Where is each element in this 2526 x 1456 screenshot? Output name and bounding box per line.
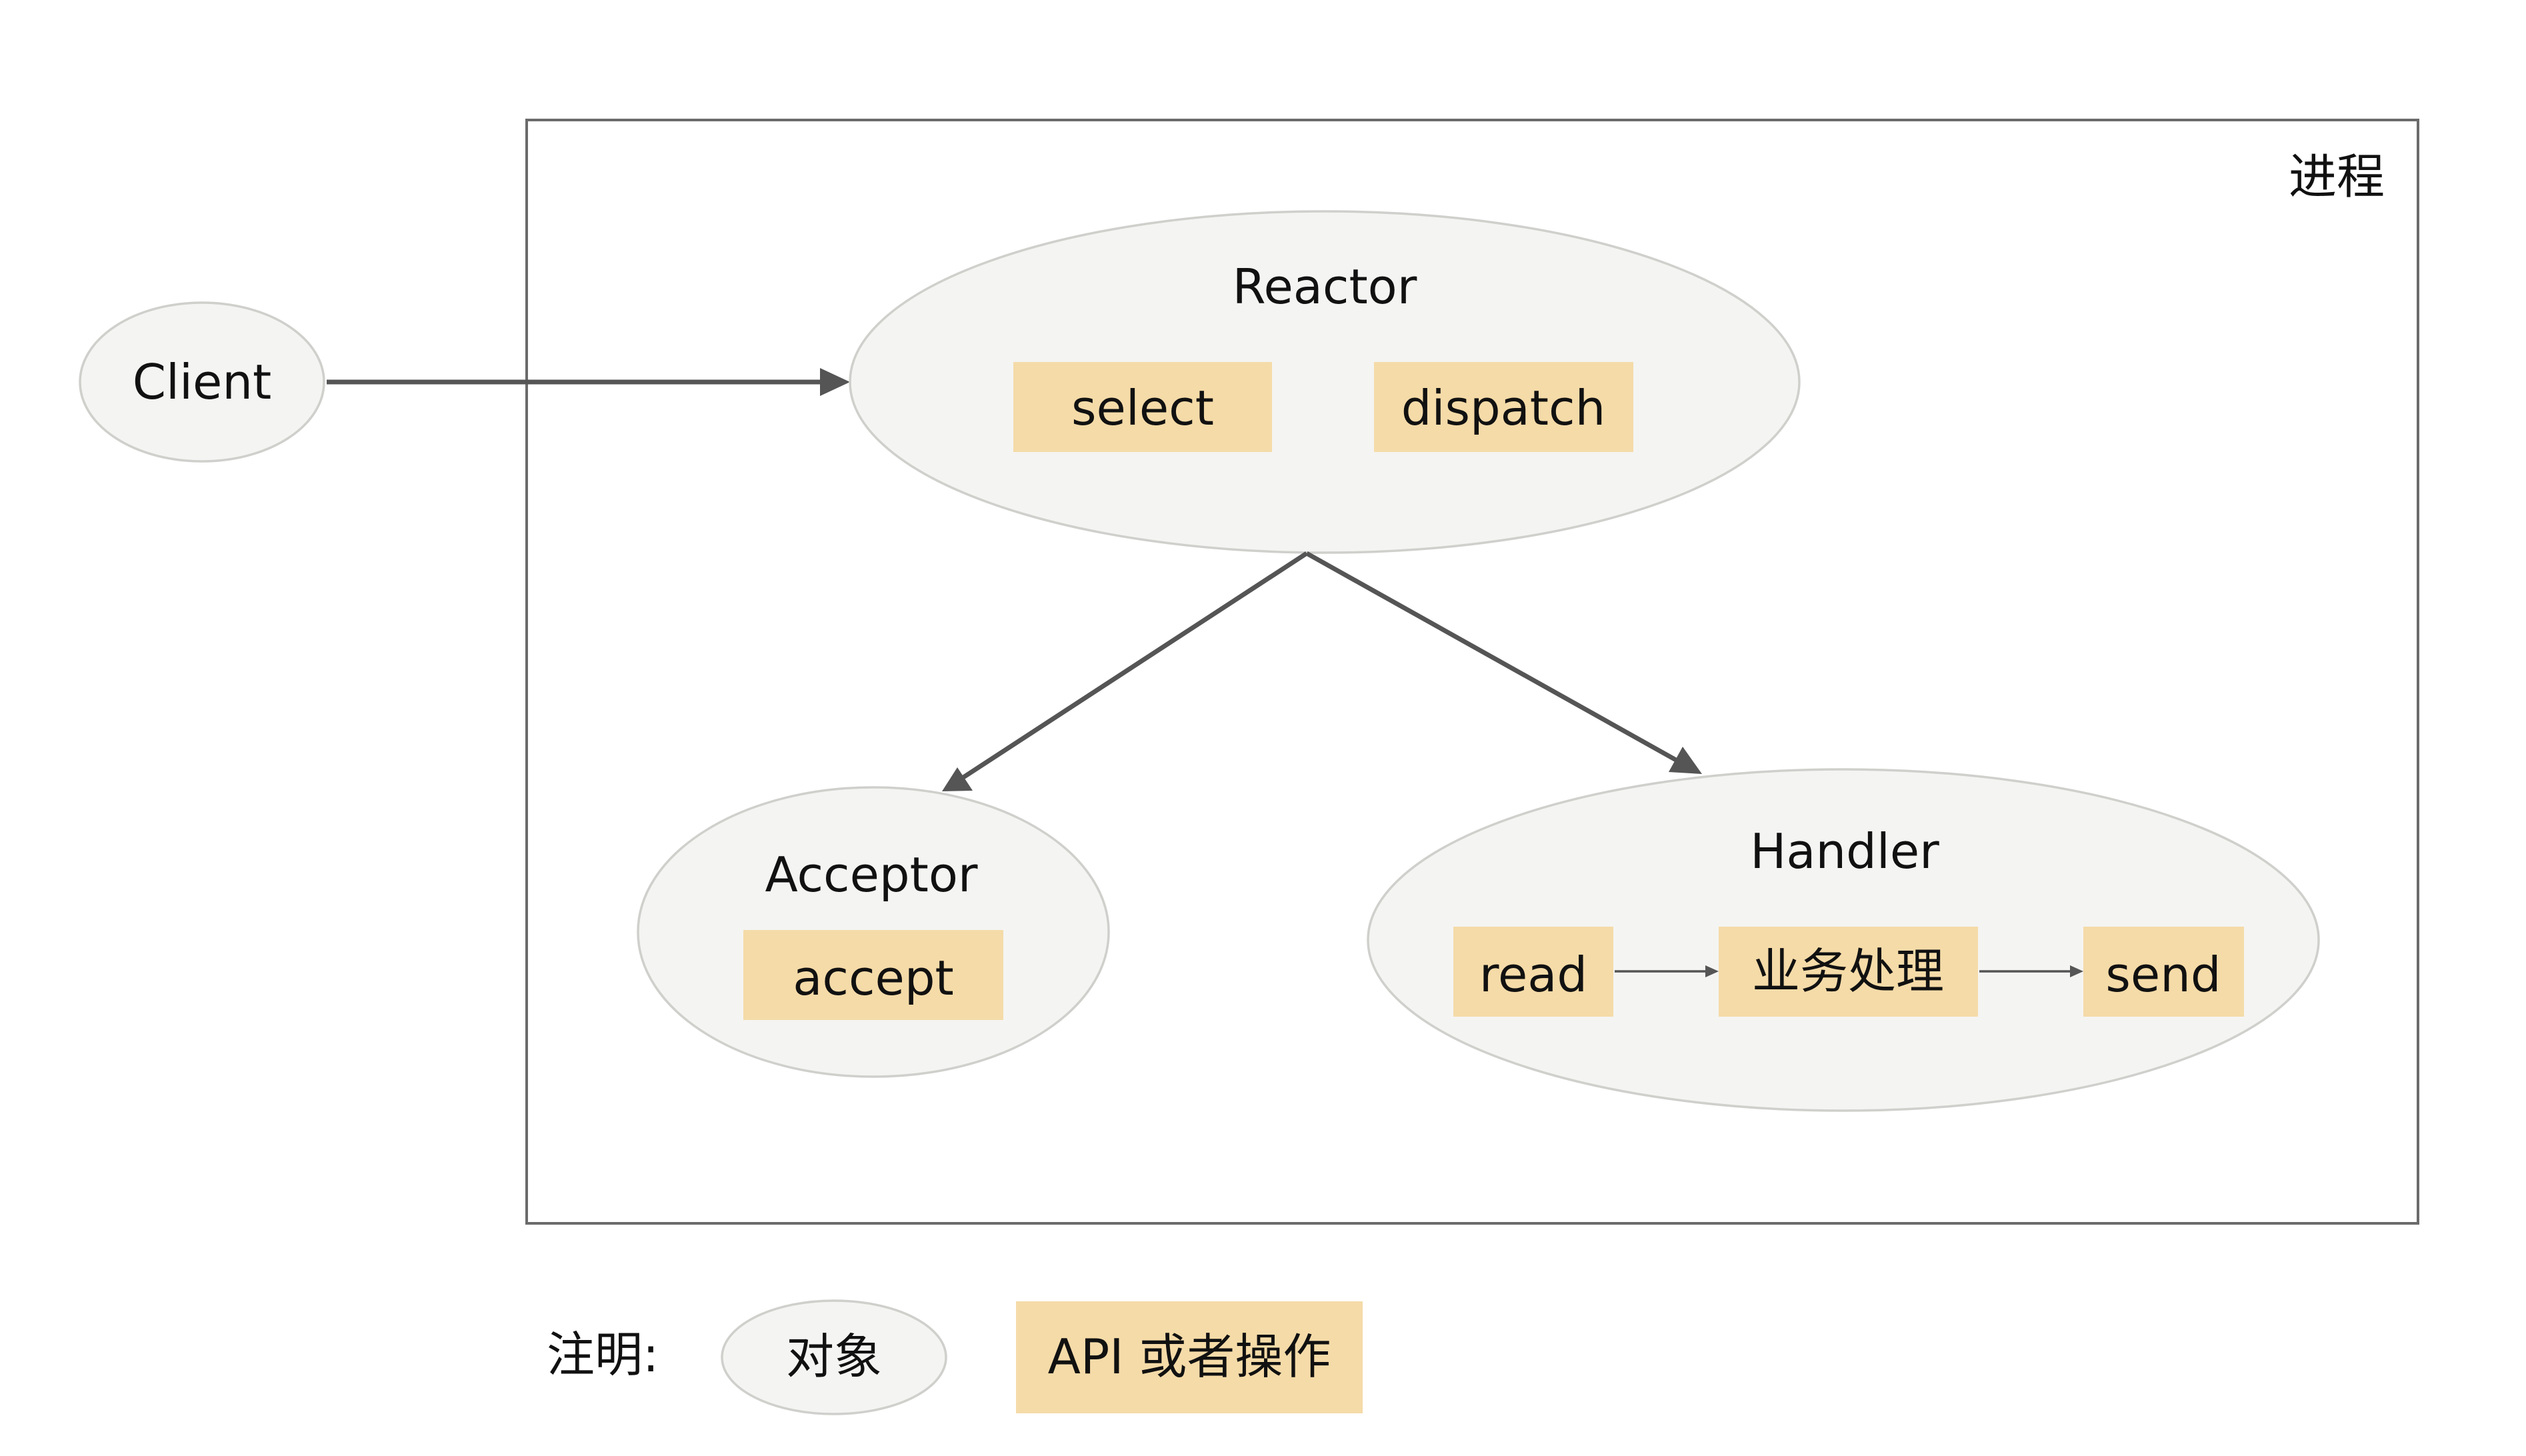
handler-object: Handler read 业务处理 send (1367, 768, 2320, 1112)
handler-label: Handler (1750, 823, 1939, 879)
op-send (2083, 927, 2244, 1017)
op-business-label: 业务处理 (1752, 943, 1944, 999)
client-object: Client (79, 301, 325, 463)
reactor-ellipse (849, 210, 1801, 554)
legend: 注明: 对象 API 或者操作 (547, 1299, 1363, 1415)
arrow-reactor-to-acceptor (962, 551, 1308, 779)
legend-api-label: API 或者操作 (1048, 1329, 1331, 1385)
arrow-reactor-to-handler-head (1669, 747, 1702, 774)
reactor-object: Reactor select dispatch (849, 210, 1801, 554)
process-frame (525, 119, 2419, 1225)
op-dispatch (1374, 362, 1633, 452)
op-business (1719, 927, 1978, 1017)
op-send-label: send (2105, 947, 2221, 1003)
arrow-reactor-to-handler (1305, 551, 1677, 763)
op-read-label: read (1479, 947, 1587, 1003)
arrow-read-to-business-head (1705, 965, 1719, 977)
reactor-label: Reactor (1233, 259, 1417, 315)
op-read (1453, 927, 1613, 1017)
op-select-label: select (1071, 380, 1214, 436)
op-select (1013, 362, 1272, 452)
process-label: 进程 (2289, 149, 2385, 205)
acceptor-label: Acceptor (765, 847, 977, 903)
arrow-reactor-to-acceptor-head (942, 767, 973, 791)
legend-object-ellipse (721, 1299, 947, 1415)
op-accept-label: accept (793, 950, 954, 1006)
client-label: Client (133, 354, 271, 410)
acceptor-object: Acceptor accept (637, 786, 1110, 1078)
op-accept (743, 930, 1003, 1020)
op-dispatch-label: dispatch (1401, 380, 1606, 436)
client-ellipse (79, 301, 325, 463)
legend-object-label: 对象 (786, 1329, 882, 1385)
arrow-business-to-send-head (2070, 965, 2083, 977)
arrow-client-to-reactor-head (820, 368, 850, 396)
legend-prefix: 注明: (547, 1327, 659, 1383)
legend-api-box (1016, 1301, 1363, 1413)
